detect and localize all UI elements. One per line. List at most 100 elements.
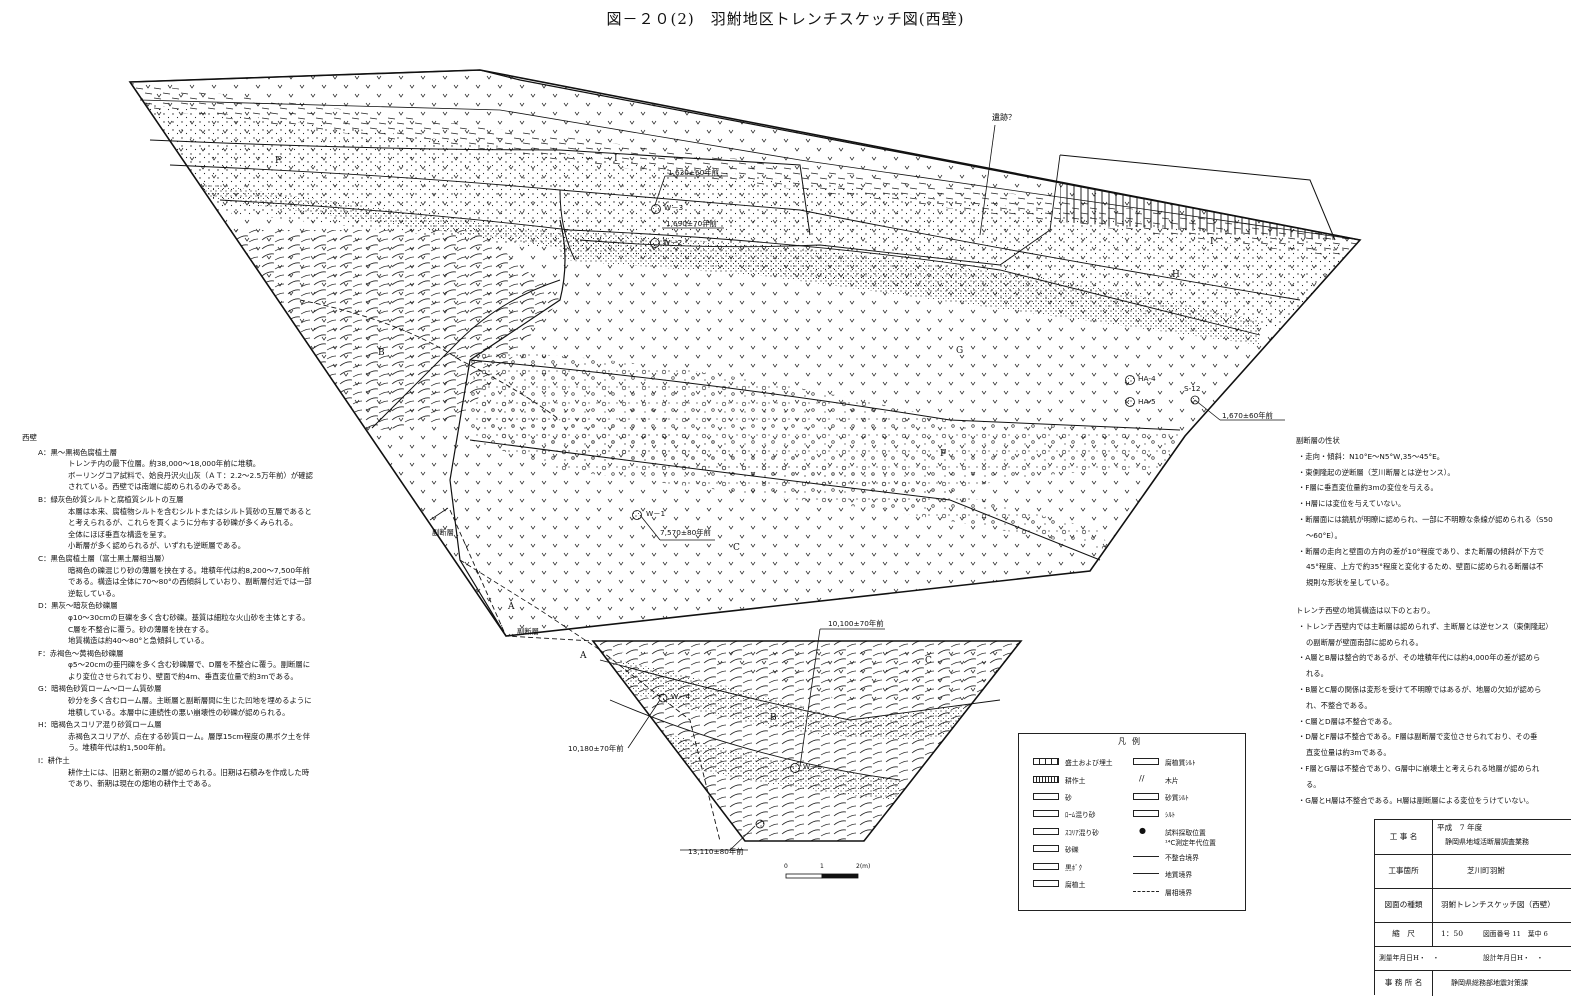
tb-key: 測量年月日H・ ・ xyxy=(1379,954,1440,962)
note-line: る。 xyxy=(1306,779,1321,789)
layer-name: G：暗褐色砂質ローム～ローム質砂層 xyxy=(38,684,162,694)
sample-marker xyxy=(790,763,800,773)
note-line: の副断層が壁面南部に認められる。 xyxy=(1306,637,1423,647)
title-block: 工 事 名 平成 7 年度 静岡県地域活断層調査業務 工事箇所 芝川町羽鮒 図面… xyxy=(1374,819,1571,996)
tb-value: 設計年月日H・ ・ xyxy=(1483,954,1544,962)
sample-label: W－3 xyxy=(664,203,684,212)
note-line: れる。 xyxy=(1306,669,1328,679)
legend-item: ¹⁴C測定年代位置 xyxy=(1165,839,1216,847)
layer-letter: B xyxy=(378,348,385,358)
note-line: ・F層とG層は不整合であり、G層中に崩壊土と考えられる地層が認められ xyxy=(1298,763,1540,773)
note-line: ・断層面には鏡肌が明瞭に認められ、一部に不明瞭な条線が認められる（S50 xyxy=(1298,514,1553,524)
figure-title: 図－２０(2) 羽鮒地区トレンチスケッチ図(西壁) xyxy=(606,10,965,28)
layer-letter: H xyxy=(1172,270,1180,280)
legend-item: 層相境界 xyxy=(1165,889,1193,897)
layer-letter: I xyxy=(614,154,618,164)
layer-name: I：耕作土 xyxy=(38,756,70,766)
layer-name: A：黒～黒褐色腐植土層 xyxy=(38,447,117,457)
layer-description-line: C層を不整合に覆う。砂の薄層を挟在する。 xyxy=(68,624,214,634)
note-line: ～60°E）。 xyxy=(1306,530,1342,540)
layer-description: F：赤褐色～黄褐色砂礫層 φ5～20cmの亜円礫を多く含む砂礫層で、D層を不整合に… xyxy=(22,648,313,683)
sample-marker xyxy=(1125,397,1135,407)
layer-name: C：黒色腐植土層（富士黒土層相当層） xyxy=(38,553,169,563)
tb-key: 縮 尺 xyxy=(1375,922,1433,946)
legend-swatch xyxy=(1133,758,1159,765)
layer-description-line: う。堆積年代は約1,500年前。 xyxy=(68,743,171,753)
legend-item: ﾛｰﾑ混り砂 xyxy=(1065,811,1096,819)
tb-value: 静岡県総務部地震対策課 xyxy=(1451,979,1528,987)
layer-description-line: であり、新期は現在の畑地の耕作土である。 xyxy=(68,779,216,789)
scale-label: 1 xyxy=(820,863,824,870)
layer-name: F：赤褐色～黄褐色砂礫層 xyxy=(38,648,124,658)
layer-description-line: より変位させられており、壁面で約4m、垂直変位量で約3mである。 xyxy=(68,671,298,681)
notes-heading: 西壁 xyxy=(22,433,37,442)
layer-letter: B xyxy=(770,713,777,723)
layer-letter: C xyxy=(733,543,740,553)
layer-letter: A xyxy=(580,651,587,661)
legend-item: 腐植土 xyxy=(1065,881,1086,889)
layer-description-line: ボーリングコア試料で、姶良丹沢火山灰（ＡＴ：2.2～2.5万年前）が確認 xyxy=(68,470,313,480)
layer-description-line: 耕作土には、旧期と新期の2層が認められる。旧期は石積みを作成した時 xyxy=(68,767,310,777)
sample-label: W－5 xyxy=(803,762,823,771)
tb-key: 事 務 所 名 xyxy=(1375,970,1433,996)
legend: 凡例 盛土および埋土 耕作土 砂 ﾛｰﾑ混り砂 ｽｺﾘｱ混り砂 砂礫 黒ﾎﾞｸ … xyxy=(1018,733,1246,911)
tb-value: 静岡県地域活断層調査業務 xyxy=(1445,838,1529,846)
sample-label: HA-5 xyxy=(1138,397,1156,406)
layer-description-line: φ5～20cmの亜円礫を多く含む砂礫層で、D層を不整合に覆う。副断層に xyxy=(68,660,311,670)
date-label: 1,630±60年前 xyxy=(668,168,719,177)
note-line: れ、不整合である。 xyxy=(1306,700,1372,710)
legend-item: ｽｺﾘｱ混り砂 xyxy=(1065,829,1099,837)
legend-item: 砂 xyxy=(1065,794,1072,802)
tb-key: 工事箇所 xyxy=(1375,854,1433,888)
layer-letter: F xyxy=(275,156,282,166)
layer-name: H：暗褐色スコリア混り砂質ローム層 xyxy=(38,720,162,730)
layer-description-line: されている。西壁では南端に認められるのみである。 xyxy=(68,482,246,492)
note-line: ・東側隆起の逆断層（芝川断層とは逆センス）。 xyxy=(1298,467,1455,477)
legend-item: 試料採取位置 xyxy=(1165,829,1206,837)
layer-letter: C xyxy=(925,656,932,666)
layer-description-line: 赤褐色スコリアが、点在する砂質ローム。層厚15cm程度の黒ボク土を伴 xyxy=(68,731,311,741)
scale-label: 0 xyxy=(784,863,788,870)
facies-line-icon xyxy=(1133,891,1159,892)
layer-description-line: と考えられるが、これらを貫くように分布する砂礫が多くみられる。 xyxy=(68,518,298,528)
legend-item: 耕作土 xyxy=(1065,777,1086,785)
unconformity-line-icon xyxy=(1133,856,1159,857)
legend-swatch xyxy=(1033,793,1059,800)
sample-point-icon: ● xyxy=(1139,826,1146,835)
sample-marker xyxy=(1190,395,1200,405)
layer-description-line: φ10～30cmの巨礫を多く含む砂礫。基質は細粒な火山砂を主体とする。 xyxy=(68,612,310,622)
legend-item: 不整合境界 xyxy=(1165,854,1199,862)
sample-marker xyxy=(632,510,642,520)
sample-label: W－2 xyxy=(663,238,683,247)
legend-swatch xyxy=(1033,810,1059,817)
sample-label: W－1 xyxy=(646,509,666,518)
note-line: ・C層とD層は不整合である。 xyxy=(1298,716,1397,726)
layer-description: C：黒色腐植土層（富士黒土層相当層）暗褐色の礫混じり砂の薄層を挟在する。堆積年代… xyxy=(22,553,313,599)
legend-swatch xyxy=(1133,810,1159,817)
tb-key: 図面の種類 xyxy=(1375,888,1433,922)
layer-description-line: 逆転している。 xyxy=(68,588,120,598)
wood-fragment-icon: // xyxy=(1139,774,1145,783)
layer-description: G：暗褐色砂質ローム～ローム質砂層砂分を多く含むローム層。主断層と副断層間に生じ… xyxy=(22,683,313,718)
sample-marker xyxy=(650,238,660,248)
notes-heading: 副断層の性状 xyxy=(1296,436,1340,445)
sample-label: W－4 xyxy=(671,692,691,701)
note-line: ・断層の走向と壁面の方向の差が10°程度であり、また断層の傾斜が下方で xyxy=(1298,546,1545,556)
layer-description: A：黒～黒褐色腐植土層トレンチ内の最下位層。約38,000～18,000年前に堆… xyxy=(22,447,313,493)
legend-item: 盛土および埋土 xyxy=(1065,759,1113,767)
fault-notes: 副断層の性状 ・走向・傾斜：N10°E～N5°W,35～45°E。・東側隆起の逆… xyxy=(1296,433,1553,808)
legend-swatch xyxy=(1033,776,1059,783)
note-line: ・トレンチ西壁内では主断層は認められず、主断層とは逆センス（東側隆起） xyxy=(1298,621,1553,631)
note-line: 直変位量は約3mである。 xyxy=(1306,748,1391,758)
legend-swatch xyxy=(1033,758,1059,765)
west-wall-notes: 西壁 A：黒～黒褐色腐植土層トレンチ内の最下位層。約38,000～18,000年… xyxy=(22,432,313,790)
layer-description-line: である。構造は全体に70～80°の西傾斜していおり、副断層付近では一部 xyxy=(68,577,312,587)
layer-description-line: 地質構造は約40～80°と急傾斜している。 xyxy=(68,636,209,646)
sample-marker xyxy=(658,693,668,703)
tb-key: 工 事 名 xyxy=(1375,820,1433,854)
layer-description: B：緑灰色砂質シルトと腐植質シルトの互層本層は本来、腐植物シルトを含むシルトまた… xyxy=(22,494,313,552)
date-label: 10,180±70年前 xyxy=(568,744,624,753)
layer-name: B：緑灰色砂質シルトと腐植質シルトの互層 xyxy=(38,494,184,504)
scale-bar xyxy=(785,873,859,879)
